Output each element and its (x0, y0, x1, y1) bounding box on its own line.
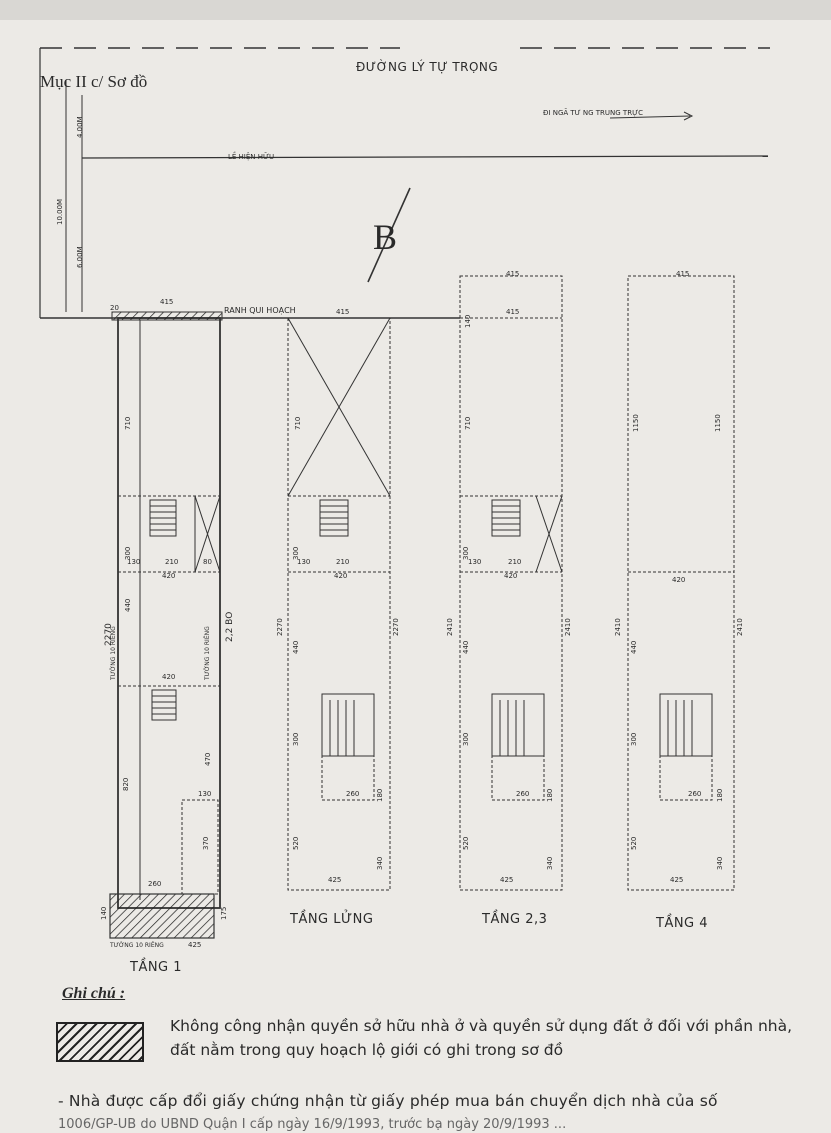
dim-label: 420 (504, 572, 518, 580)
dim-label: 2410 (736, 618, 744, 636)
dim-label: 2270 (392, 618, 400, 636)
dim-label: 260 (148, 880, 162, 888)
dim-label: 2270 (276, 618, 284, 636)
dim-label: 710 (464, 416, 472, 430)
dim-label: 440 (292, 640, 300, 654)
dim-label: 820 (122, 777, 130, 791)
dim-label: 180 (546, 788, 554, 802)
dim-label: 420 (672, 576, 686, 584)
wall-label: TƯỜNG 10 RIÊNG (110, 942, 164, 949)
legend-heading: Ghi chú : (62, 985, 126, 1002)
dim-label: 140 (464, 314, 472, 328)
direction-note: ĐI NGÃ TƯ NG TRUNG TRỰC (543, 109, 643, 117)
site-plan-drawing (39, 47, 770, 939)
dim-lower: 6.00M (76, 246, 84, 268)
dim-label: 420 (162, 673, 176, 681)
hatch-legend-swatch (56, 1022, 144, 1062)
dim-label: 210 (508, 558, 522, 566)
dim-label: 370 (202, 836, 210, 850)
legend-text: Không công nhận quyền sở hữu nhà ở và qu… (170, 1017, 793, 1059)
dim-label: 300 (292, 732, 300, 746)
dim-label: 2,2 BO (225, 611, 235, 642)
dim-label: 1150 (714, 414, 722, 432)
floor-label-tang-23: TẦNG 2,3 (482, 912, 548, 927)
wall-label: TƯỜNG 10 RIÊNG (110, 626, 117, 680)
dim-label: 130 (127, 558, 141, 566)
dim-label: 425 (328, 876, 342, 884)
note-text-cut: 1006/GP-UB do UBND Quận I cấp ngày 16/9/… (58, 1117, 567, 1132)
dim-label: 420 (334, 572, 348, 580)
dim-label: 2410 (446, 618, 454, 636)
dim-label: 415 (506, 270, 520, 278)
dim-label: 520 (630, 836, 638, 850)
dim-label: 440 (124, 598, 132, 612)
dim-label: 415 (506, 308, 520, 316)
dim-label: 80 (203, 558, 212, 566)
section-title: Mục II c/ Sơ đồ (40, 72, 148, 91)
dim-label: 210 (336, 558, 350, 566)
dim-label: 260 (688, 790, 702, 798)
document-page: Mục II c/ Sơ đồ ĐƯỜNG LÝ TỰ TRỌNG ĐI NGÃ… (0, 20, 831, 1133)
dim-label: 420 (162, 572, 176, 580)
note-text: - Nhà được cấp đổi giấy chứng nhận từ gi… (58, 1092, 718, 1110)
dim-label: 300 (630, 732, 638, 746)
dim-label: 130 (468, 558, 482, 566)
dim-label: 130 (198, 790, 212, 798)
dim-label: 520 (292, 836, 300, 850)
dim-total: 10.00M (56, 198, 64, 225)
dim-label: 710 (124, 416, 132, 430)
plan-boundary-label: RANH QUI HOẠCH (224, 306, 296, 315)
dim-label: 415 (676, 270, 690, 278)
dim-label: 470 (204, 752, 212, 766)
wall-label: TƯỜNG 10 RIÊNG (204, 626, 211, 680)
dim-label: 340 (546, 856, 554, 870)
dim-label: 415 (336, 308, 350, 316)
dim-label: 425 (500, 876, 514, 884)
floor-label-tang1: TẦNG 1 (130, 960, 183, 975)
dim-label: 425 (188, 941, 202, 949)
dim-label: 415 (160, 298, 174, 306)
dim-label: 440 (630, 640, 638, 654)
dim-label: 140 (100, 906, 108, 920)
dim-label: 260 (516, 790, 530, 798)
dim-label: 20 (110, 304, 119, 312)
dim-label: 425 (670, 876, 684, 884)
dim-label: 210 (165, 558, 179, 566)
north-marker: B (373, 217, 398, 257)
floor-label-tang-lung: TẦNG LỬNG (290, 912, 374, 927)
street-name: ĐƯỜNG LÝ TỰ TRỌNG (356, 60, 499, 74)
dim-label: 180 (716, 788, 724, 802)
dim-label: 180 (376, 788, 384, 802)
dim-label: 440 (462, 640, 470, 654)
dim-label: 520 (462, 836, 470, 850)
dim-label: 710 (294, 416, 302, 430)
dim-label: 300 (462, 732, 470, 746)
sidewalk-label: LỀ HIỆN HỮU (228, 153, 275, 161)
dim-label: 2410 (614, 618, 622, 636)
dim-label: 2410 (564, 618, 572, 636)
dim-label: 340 (716, 856, 724, 870)
floor-label-tang-4: TẦNG 4 (656, 916, 709, 931)
dim-label: 1150 (632, 414, 640, 432)
dim-label: 340 (376, 856, 384, 870)
dim-label: 175 (220, 906, 228, 920)
dim-top: 4.00M (76, 116, 84, 138)
dim-label: 130 (297, 558, 311, 566)
dim-label: 260 (346, 790, 360, 798)
